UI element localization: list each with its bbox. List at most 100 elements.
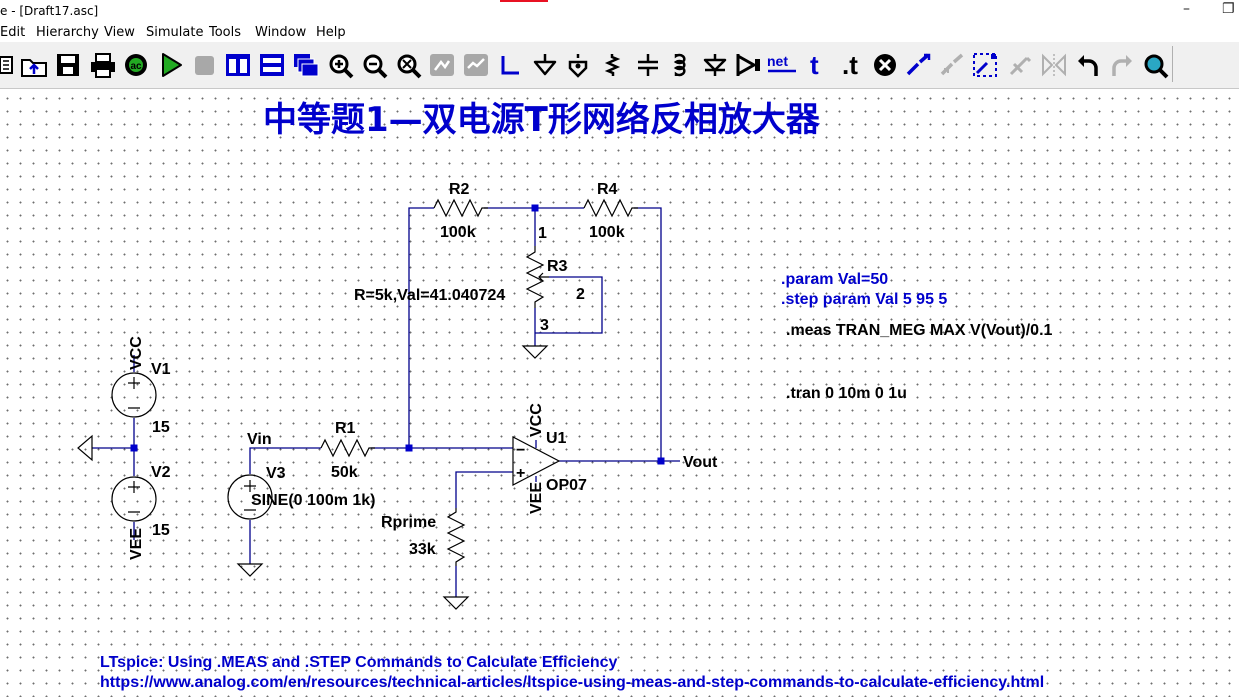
tile-horizontal-icon[interactable] (260, 54, 284, 76)
zoom-out-icon[interactable] (363, 54, 388, 79)
mirror-icon[interactable] (1009, 56, 1032, 76)
component-icon[interactable] (736, 54, 760, 76)
vin-net-label[interactable]: Vin (247, 431, 272, 448)
voltage-source-v2[interactable]: V2 15 VEE (111, 464, 171, 560)
open-folder-icon[interactable] (21, 59, 47, 77)
pan-icon[interactable] (464, 54, 488, 76)
capacitor-icon[interactable] (638, 54, 658, 76)
ground-symbol-v3[interactable] (236, 563, 264, 577)
undo-icon[interactable] (1078, 55, 1098, 76)
rprime-name: Rprime (381, 514, 436, 531)
wire-vin[interactable] (249, 447, 321, 474)
save-icon[interactable] (57, 54, 79, 76)
window-title: e - [Draft17.asc] (0, 4, 99, 18)
resistor-r4-symbol (583, 198, 638, 218)
halt-icon[interactable] (195, 56, 214, 75)
ground-symbol-supply[interactable] (77, 434, 93, 462)
opamp-u1[interactable]: − + U1 OP07 VCC VEE (512, 403, 587, 514)
toolbar-separator (1172, 46, 1173, 82)
v1-value: 15 (152, 419, 170, 436)
voltage-source-v3-symbol (227, 474, 273, 520)
menu-window[interactable]: Window (255, 25, 307, 40)
opamp-u1-minus: − (516, 442, 525, 459)
resistor-rprime-symbol (446, 508, 466, 566)
restore-button[interactable]: ❐ (1222, 1, 1235, 17)
v3-name: V3 (266, 465, 286, 482)
flip-icon[interactable] (1042, 53, 1066, 77)
r3-pin3: 3 (540, 317, 549, 334)
wire-r3-wiper-loop[interactable] (535, 276, 603, 334)
rotate-icon[interactable] (973, 53, 997, 77)
toolbar: ac (0, 42, 1239, 89)
r1-name: R1 (335, 420, 356, 437)
u1-value: OP07 (546, 477, 587, 494)
resistor-icon[interactable] (604, 54, 621, 76)
resistor-rprime[interactable]: Rprime 33k (381, 508, 466, 566)
voltage-source-v1-symbol (111, 372, 157, 418)
ground-symbol-r3[interactable] (521, 345, 549, 359)
note-article-title[interactable]: LTspice: Using .MEAS and .STEP Commands … (100, 654, 618, 671)
ground-icon[interactable] (533, 54, 557, 76)
move-icon[interactable] (906, 53, 931, 76)
menu-tools[interactable]: Tools (209, 25, 242, 40)
meas-directive[interactable]: .meas TRAN_MEG MAX V(Vout)/0.1 (786, 322, 1053, 339)
note-article-url[interactable]: https://www.analog.com/en/resources/tech… (100, 674, 1044, 691)
print-icon[interactable] (91, 53, 115, 78)
u1-vee-label: VEE (528, 482, 545, 514)
spice-directive-icon[interactable]: .t (842, 50, 858, 80)
text-icon-label: t (810, 50, 819, 80)
potentiometer-r3-symbol (525, 246, 545, 308)
redo-icon[interactable] (1112, 55, 1132, 76)
menu-simulate[interactable]: Simulate (146, 25, 204, 40)
text-icon[interactable]: t (810, 50, 819, 80)
inductor-icon[interactable] (673, 53, 686, 77)
vout-net-label[interactable]: Vout (683, 454, 718, 471)
potentiometer-r3-wiper (538, 272, 549, 282)
wire-noninv-rprime[interactable] (455, 471, 513, 508)
run-icon[interactable] (162, 53, 182, 77)
control-panel-label: ac (130, 61, 142, 72)
drag-icon[interactable] (940, 53, 964, 76)
resistor-r1-symbol (320, 438, 375, 458)
control-panel-icon[interactable]: ac (125, 54, 147, 76)
ground-symbol-rprime[interactable] (442, 596, 470, 610)
find-icon[interactable] (1144, 54, 1169, 79)
wire-r4-right[interactable] (634, 207, 662, 461)
potentiometer-r3[interactable]: R3 R=5k,Val=41.040724 1 2 3 (354, 225, 585, 334)
schematic-drawing: 中等题1—双电源T形网络反相放大器 (77, 100, 1053, 691)
vcc-net-label: VCC (128, 336, 145, 370)
net-icon[interactable]: net (767, 53, 796, 73)
menu-view[interactable]: View (104, 25, 135, 40)
menu-help[interactable]: Help (316, 25, 346, 40)
label-net-icon[interactable] (568, 54, 588, 78)
opamp-u1-plus: + (516, 465, 525, 482)
open-icon[interactable] (0, 56, 13, 74)
voltage-source-v3[interactable]: V3 SINE(0 100m 1k) (227, 465, 376, 520)
tile-vertical-icon[interactable] (226, 54, 250, 76)
r3-name: R3 (547, 258, 568, 275)
autorange-icon[interactable] (430, 54, 454, 76)
resistor-r2[interactable]: R2 100k (433, 181, 488, 241)
zoom-fit-icon[interactable] (397, 54, 422, 79)
step-directive[interactable]: .step param Val 5 95 5 (781, 291, 947, 308)
voltage-source-v1[interactable]: V1 15 VCC (111, 336, 171, 436)
menu-bar: Edit Hierarchy View Simulate Tools Windo… (0, 22, 1239, 42)
minimize-button[interactable]: – (1183, 1, 1190, 17)
cascade-icon[interactable] (294, 54, 319, 77)
diode-icon[interactable] (703, 54, 727, 76)
delete-icon[interactable] (874, 54, 896, 76)
opamp-u1-symbol (512, 436, 561, 486)
schematic-canvas[interactable]: 中等题1—双电源T形网络反相放大器 (0, 89, 1239, 697)
net-icon-label: net (767, 53, 788, 69)
param-directive[interactable]: .param Val=50 (781, 271, 888, 288)
menu-hierarchy[interactable]: Hierarchy (36, 25, 99, 40)
resistor-r4[interactable]: R4 100k (583, 181, 638, 241)
wire-icon[interactable] (501, 56, 519, 75)
resistor-r1[interactable]: R1 50k (320, 420, 375, 481)
tran-directive[interactable]: .tran 0 10m 0 1u (786, 385, 907, 402)
r3-pin2: 2 (576, 286, 585, 303)
zoom-in-icon[interactable] (329, 54, 354, 79)
wire-r2-left[interactable] (408, 207, 434, 448)
menu-edit[interactable]: Edit (0, 25, 26, 40)
u1-vcc-label: VCC (528, 403, 545, 437)
